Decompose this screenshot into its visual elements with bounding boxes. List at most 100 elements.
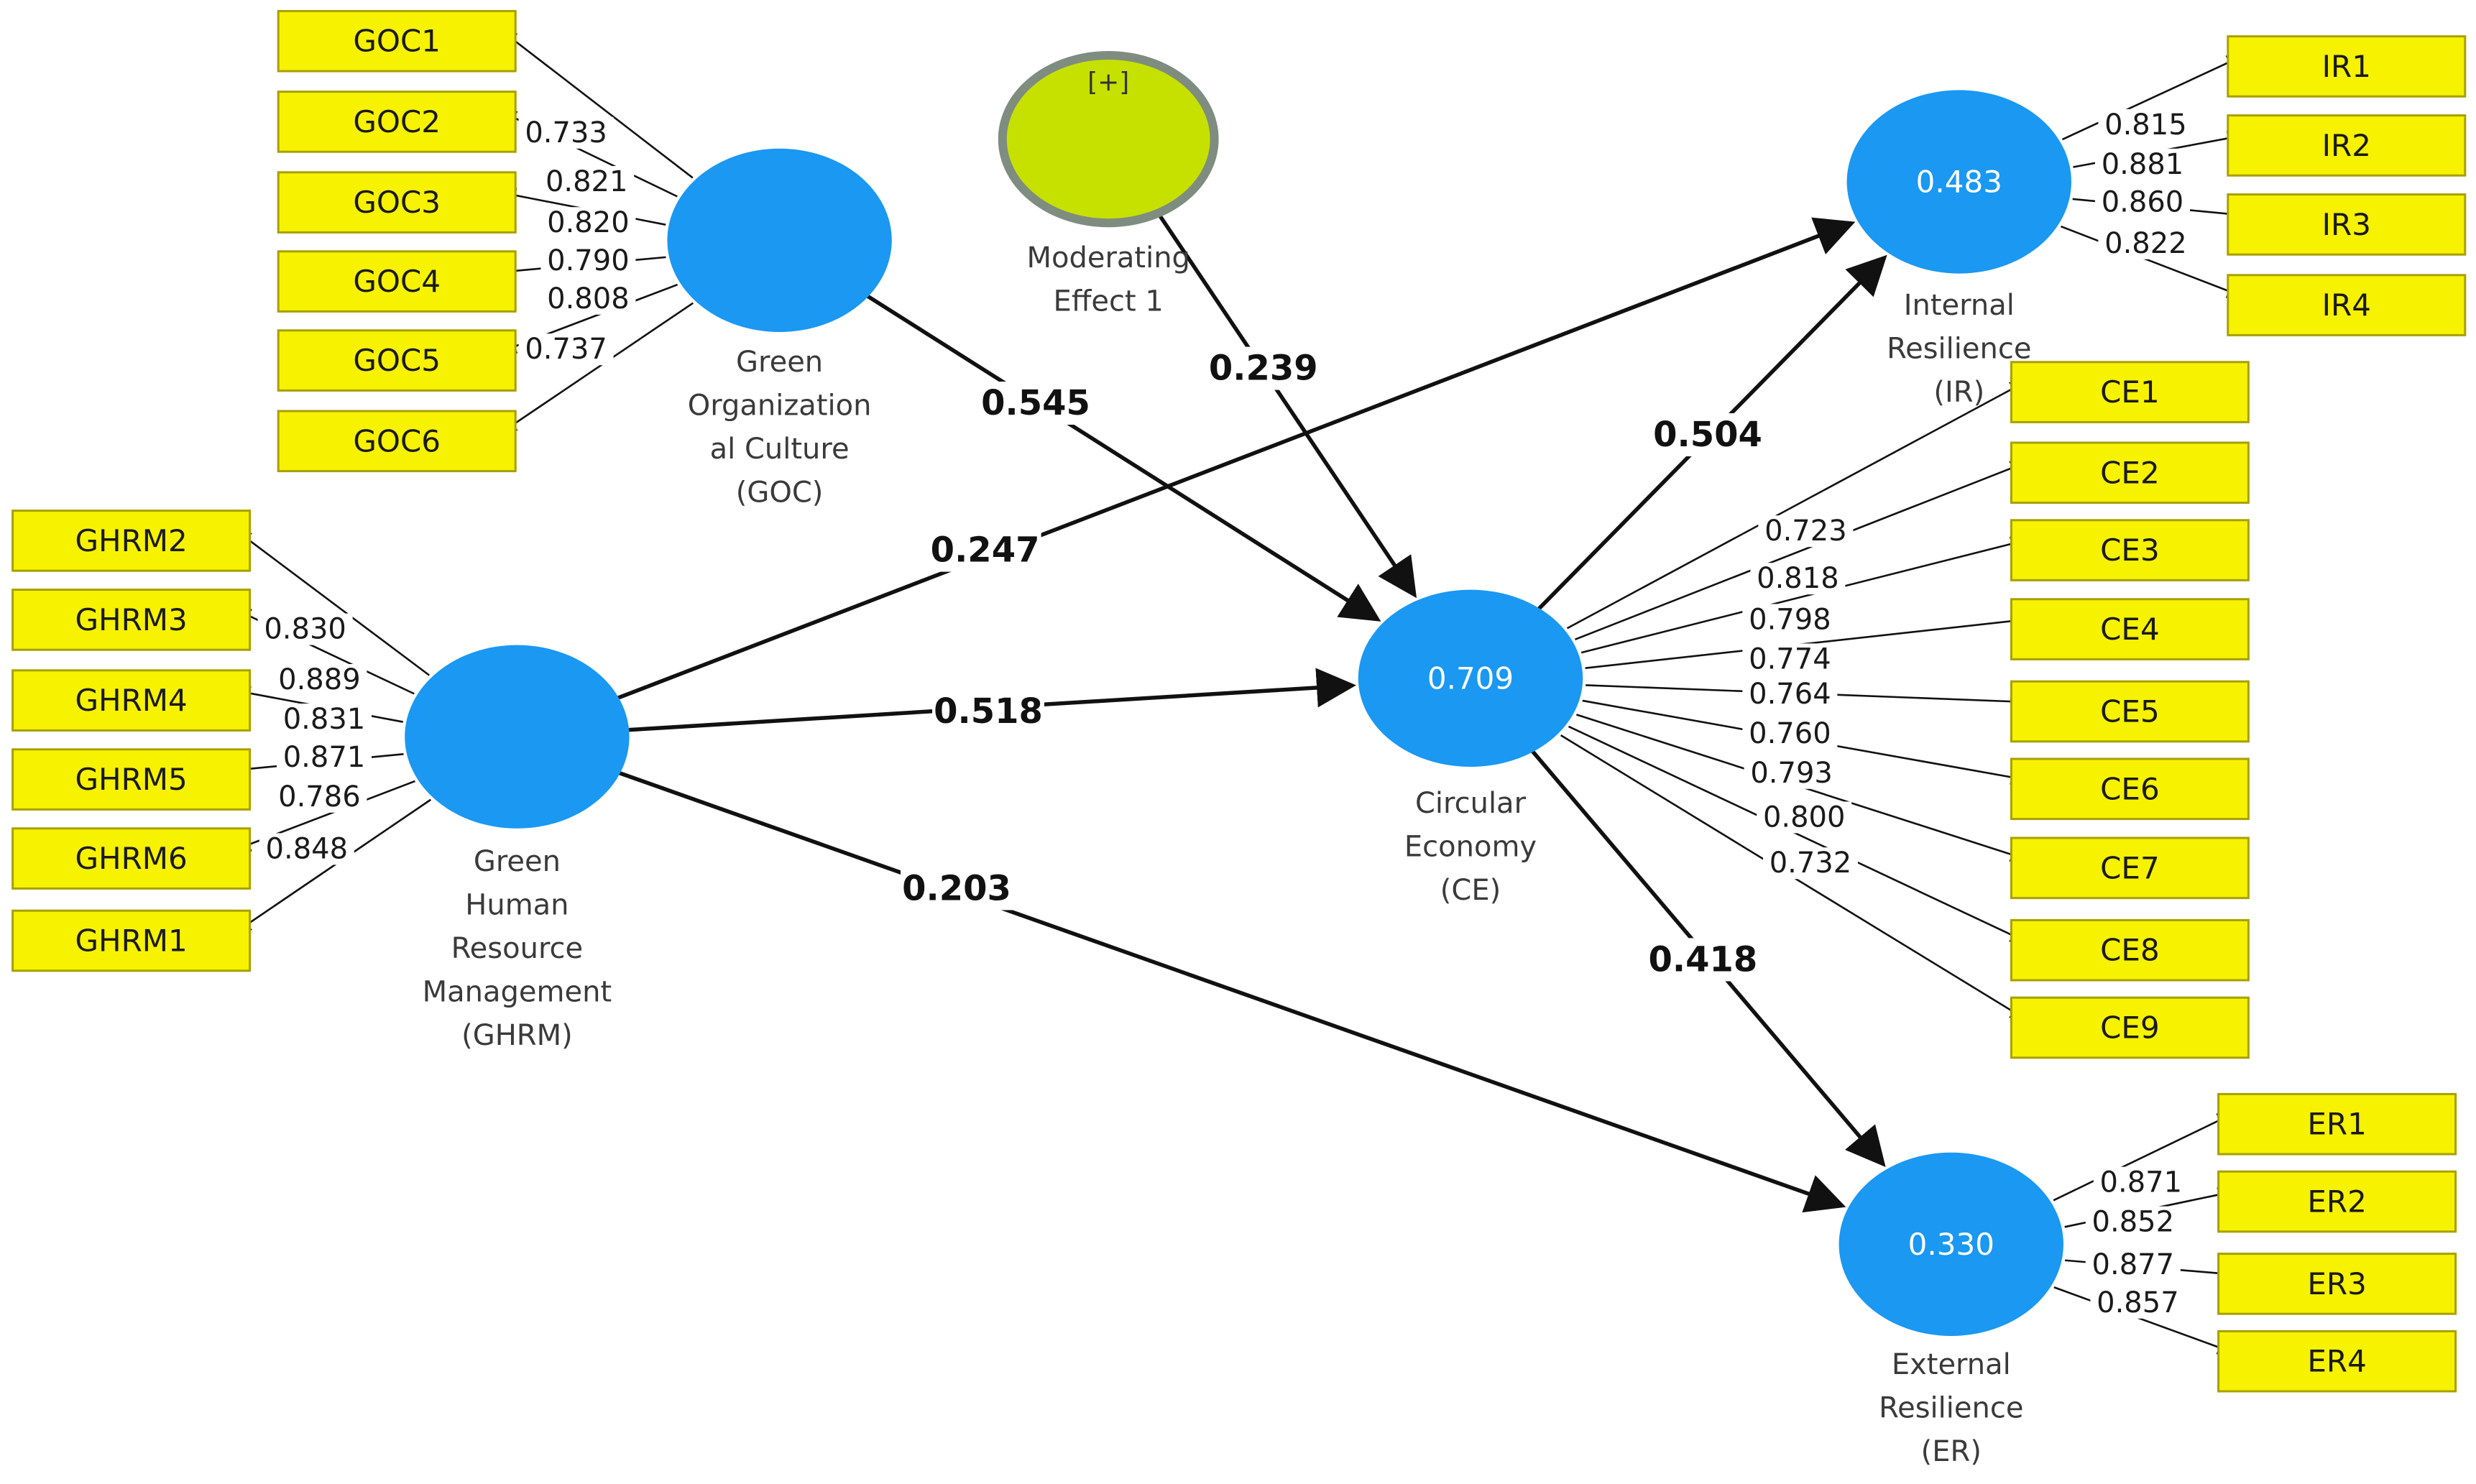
indicator-box[interactable] — [2217, 1170, 2457, 1233]
indicator-box[interactable] — [2010, 519, 2250, 581]
indicator-ghrm2[interactable]: GHRM2 — [11, 510, 252, 572]
path-arrow-ghrm-to-ir[interactable] — [612, 217, 1856, 702]
indicator-ir4[interactable]: IR4 — [2227, 274, 2467, 336]
indicator-er2[interactable]: ER2 — [2217, 1170, 2457, 1233]
loading-arrow-er4[interactable] — [2053, 1286, 2233, 1355]
indicator-ce9[interactable]: CE9 — [2010, 996, 2250, 1059]
indicator-box[interactable] — [2010, 996, 2250, 1059]
indicator-ir2[interactable]: IR2 — [2227, 114, 2467, 177]
indicator-box[interactable] — [2010, 598, 2250, 660]
indicator-ce3[interactable]: CE3 — [2010, 519, 2250, 581]
indicator-box[interactable] — [2010, 441, 2250, 504]
loading-arrow-goc6[interactable] — [501, 302, 694, 433]
indicator-box[interactable] — [2217, 1092, 2457, 1156]
indicator-goc1[interactable]: GOC1 — [277, 9, 517, 73]
indicator-box[interactable] — [11, 669, 252, 732]
loading-arrow-ce8[interactable] — [1568, 725, 2026, 942]
indicator-er1[interactable]: ER1 — [2217, 1092, 2457, 1156]
indicator-box[interactable] — [277, 91, 517, 153]
indicator-er3[interactable]: ER3 — [2217, 1253, 2457, 1315]
loading-arrow-ce3[interactable] — [1580, 536, 2026, 654]
indicator-goc3[interactable]: GOC3 — [277, 171, 517, 234]
loading-value-ir1: 0.815 — [2104, 109, 2187, 142]
indicator-ghrm5[interactable]: GHRM5 — [11, 748, 252, 811]
indicator-er4[interactable]: ER4 — [2217, 1329, 2457, 1393]
loading-background — [540, 282, 636, 315]
construct-name-line: Management — [423, 976, 612, 1009]
indicator-box[interactable] — [277, 171, 517, 234]
construct-circle[interactable] — [1846, 90, 2071, 274]
loading-arrow-er1[interactable] — [2053, 1113, 2233, 1202]
indicator-box[interactable] — [11, 510, 252, 572]
indicator-box[interactable] — [277, 410, 517, 473]
indicator-box[interactable] — [277, 9, 517, 73]
indicator-box[interactable] — [277, 329, 517, 392]
loading-background — [540, 207, 636, 239]
indicator-box[interactable] — [11, 827, 252, 890]
indicator-ce6[interactable]: CE6 — [2010, 757, 2250, 821]
indicator-box[interactable] — [11, 748, 252, 811]
construct-circle[interactable] — [667, 148, 892, 332]
indicator-box[interactable] — [2010, 361, 2250, 423]
path-arrow-ghrm-to-er[interactable] — [613, 769, 1846, 1213]
construct-name-line: (GHRM) — [461, 1019, 573, 1052]
loading-value-ce1: 0.723 — [1764, 515, 1847, 548]
loading-arrow-ce1[interactable] — [1566, 382, 2026, 630]
loading-arrow-ir4[interactable] — [2061, 225, 2242, 298]
path-arrow-mod-to-ce[interactable] — [1153, 206, 1417, 599]
path-coefficient-background — [1207, 346, 1320, 390]
indicator-goc2[interactable]: GOC2 — [277, 91, 517, 153]
indicator-box[interactable] — [2227, 274, 2467, 336]
indicator-ce2[interactable]: CE2 — [2010, 441, 2250, 504]
loading-arrow-ce2[interactable] — [1574, 461, 2026, 640]
indicator-goc5[interactable]: GOC5 — [277, 329, 517, 392]
indicator-ir1[interactable]: IR1 — [2227, 35, 2467, 98]
path-arrow-goc-to-ce[interactable] — [862, 291, 1381, 622]
loading-arrow-ir1[interactable] — [2061, 55, 2242, 141]
indicator-box[interactable] — [11, 589, 252, 651]
loading-value-ce3: 0.798 — [1749, 603, 1831, 636]
construct-circle[interactable] — [1358, 589, 1583, 767]
indicator-ce1[interactable]: CE1 — [2010, 361, 2250, 423]
loading-arrow-ghrm1[interactable] — [235, 798, 432, 933]
indicator-box[interactable] — [2010, 680, 2250, 743]
indicator-box[interactable] — [2217, 1329, 2457, 1393]
indicator-ghrm6[interactable]: GHRM6 — [11, 827, 252, 890]
construct-name-line: Green — [474, 845, 561, 878]
indicator-ce8[interactable]: CE8 — [2010, 918, 2250, 982]
indicator-box[interactable] — [2227, 35, 2467, 98]
indicator-box[interactable] — [2217, 1253, 2457, 1315]
indicator-box[interactable] — [2010, 757, 2250, 821]
moderator-circle[interactable] — [998, 51, 1219, 228]
construct-circle[interactable] — [405, 645, 630, 829]
indicator-ghrm4[interactable]: GHRM4 — [11, 669, 252, 732]
loading-arrow-ghrm2[interactable] — [235, 530, 431, 676]
indicator-goc4[interactable]: GOC4 — [277, 250, 517, 313]
indicator-ce5[interactable]: CE5 — [2010, 680, 2250, 743]
construct-name-line: Resilience — [1887, 332, 2031, 365]
indicator-box[interactable] — [2010, 918, 2250, 982]
indicator-box[interactable] — [2010, 837, 2250, 900]
indicator-box[interactable] — [2227, 114, 2467, 177]
indicator-box[interactable] — [277, 250, 517, 313]
construct-circle[interactable] — [1838, 1152, 2063, 1336]
loading-value-er1: 0.871 — [2100, 1166, 2183, 1199]
indicator-box[interactable] — [2227, 193, 2467, 256]
loading-arrow-goc1[interactable] — [501, 30, 694, 179]
indicator-ir3[interactable]: IR3 — [2227, 193, 2467, 256]
indicator-ce7[interactable]: CE7 — [2010, 837, 2250, 900]
indicator-goc6[interactable]: GOC6 — [277, 410, 517, 473]
indicator-ce4[interactable]: CE4 — [2010, 598, 2250, 660]
indicator-ghrm3[interactable]: GHRM3 — [11, 589, 252, 651]
loading-value-goc2: 0.821 — [546, 165, 628, 198]
indicator-label: ER3 — [2307, 1266, 2366, 1301]
indicator-box[interactable] — [11, 909, 252, 972]
indicator-ghrm1[interactable]: GHRM1 — [11, 909, 252, 972]
indicator-label: GOC4 — [353, 264, 441, 299]
